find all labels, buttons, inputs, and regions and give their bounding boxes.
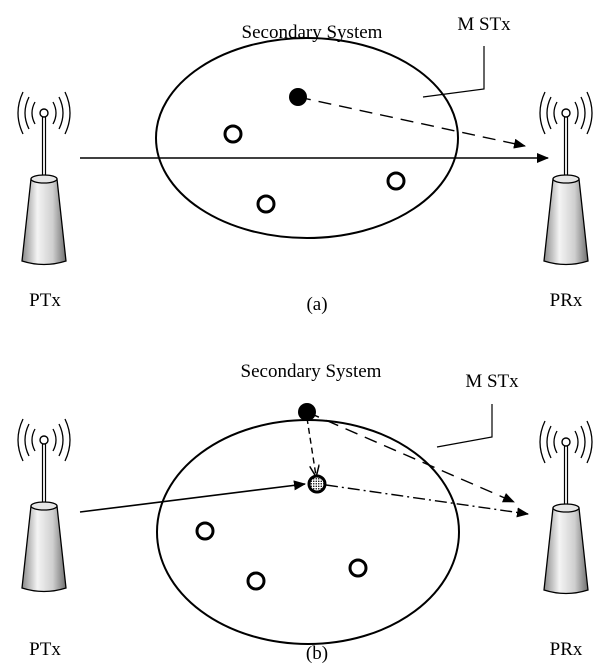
m-stx-label-a: M STx [457, 14, 511, 35]
secondary-system-label-a: Secondary System [242, 22, 383, 43]
ptx-label-a: PTx [29, 290, 61, 311]
panel-a: Secondary System M STx PTx PRx (a) [17, 14, 593, 315]
caption-a: (a) [306, 294, 327, 315]
secondary-node-b [348, 558, 368, 578]
prx-label-a: PRx [550, 290, 583, 311]
prx-antenna-icon-b [539, 420, 593, 595]
interference-arrow-a [297, 96, 526, 149]
secondary-node-a [386, 171, 406, 191]
ptx-antenna-icon-a [17, 91, 71, 266]
relay-node-b [307, 474, 327, 494]
active-secondary-transmitter-node-a [289, 88, 307, 106]
secondary-node-b [246, 571, 266, 591]
relay-to-prx-arrow-b [325, 484, 529, 518]
secondary-node-a [223, 124, 243, 144]
secondary-node-b [195, 521, 215, 541]
primary-to-relay-arrow-b [79, 480, 306, 513]
m-stx-pointer-a [422, 46, 485, 98]
ptx-antenna-icon-b [17, 418, 71, 593]
secondary-system-label-b: Secondary System [241, 361, 382, 382]
active-secondary-transmitter-node-b [298, 403, 316, 421]
m-stx-pointer-b [436, 404, 493, 448]
panel-b: Secondary System M STx PTx PRx (b) [17, 361, 593, 664]
interference-arrow-b [306, 411, 515, 503]
prx-antenna-icon-a [539, 91, 593, 266]
secondary-node-a [256, 194, 276, 214]
m-stx-label-b: M STx [465, 371, 519, 392]
caption-b: (b) [306, 643, 328, 664]
prx-label-b: PRx [550, 639, 583, 660]
secondary-to-relay-arrow-b [306, 417, 316, 476]
secondary-system-ellipse-a [155, 37, 459, 239]
ptx-label-b: PTx [29, 639, 61, 660]
